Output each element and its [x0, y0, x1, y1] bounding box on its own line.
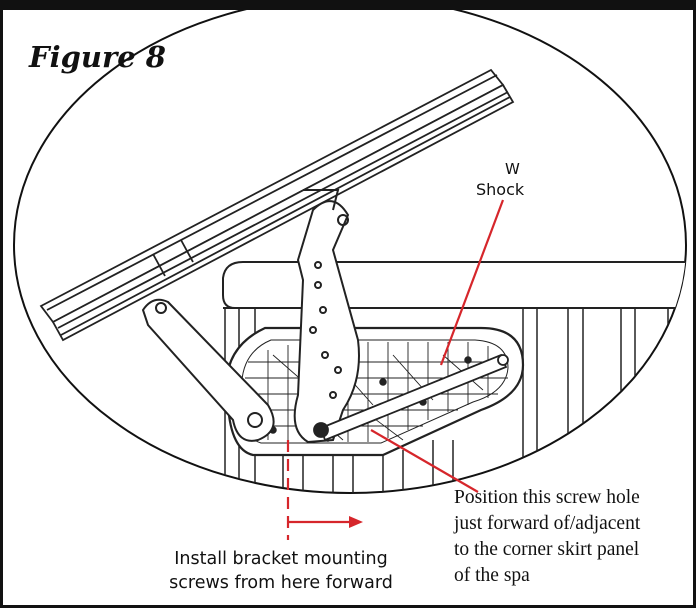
gas-shock [313, 353, 509, 442]
shock-label: Shock [476, 180, 525, 199]
note-right-line: of the spa [454, 565, 530, 586]
lifter-arms [141, 189, 360, 444]
note-right-line: just forward of/adjacent [454, 513, 641, 534]
cover-lifter-rails [39, 68, 515, 342]
note-left-line: screws from here forward [169, 573, 393, 593]
mounting-screws-note: Install bracket mounting screws from her… [151, 547, 411, 595]
screw-hole-leader-line [370, 429, 479, 493]
shock-leader-line [439, 199, 505, 366]
forward-dashed-marker [286, 440, 363, 540]
screw-hole-note: Position this screw hole just forward of… [454, 485, 694, 589]
shock-label-w: W [505, 160, 520, 178]
note-right-line: to the corner skirt panel [454, 539, 640, 560]
note-left-line: Install bracket mounting [174, 549, 388, 569]
figure-title: Figure 8 [29, 40, 166, 74]
diagram-illustration [13, 10, 687, 540]
note-right-line: Position this screw hole [454, 487, 640, 508]
